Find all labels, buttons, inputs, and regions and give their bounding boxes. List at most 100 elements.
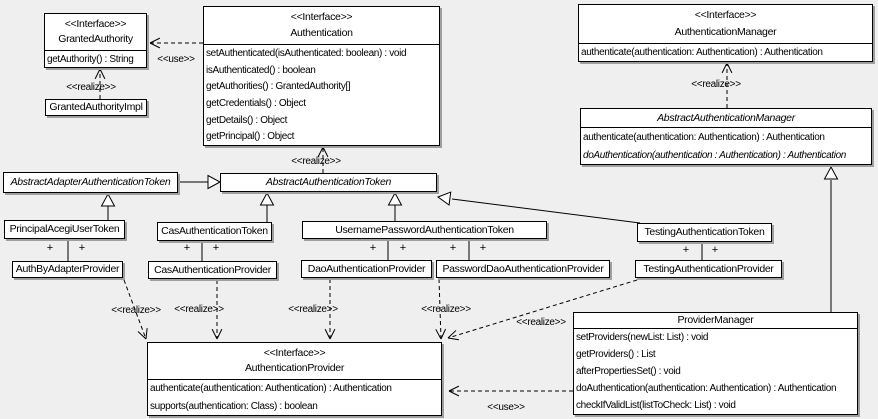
edge-assoc-username-token-password-dao-provider: ++ xyxy=(450,239,486,260)
edge-assoc-testing-token-testing-provider: ++ xyxy=(683,242,718,260)
class-principal-acegi-user-token: PrincipalAcegiUserToken xyxy=(4,220,125,239)
edge-stereotype-label: <<realize>> xyxy=(691,79,741,90)
hollow-triangle-arrowhead xyxy=(387,191,403,206)
class-header: TestingAuthenticationToken xyxy=(638,224,771,241)
class-header: PasswordDaoAuthenticationProvider xyxy=(437,261,609,277)
class-name: Authentication xyxy=(290,27,353,39)
class-authentication-provider: <<Interface>> AuthenticationProvider authe… xyxy=(147,342,442,416)
methods-compartment: setAuthenticated(isAuthenticated: boolea… xyxy=(204,44,439,145)
class-name: ProviderManager xyxy=(677,314,754,326)
edge-use-provider-manager-to-authentication-provider: <<use>> xyxy=(448,385,573,413)
open-arrowhead xyxy=(137,331,147,340)
open-arrowhead xyxy=(726,62,733,74)
class-granted-authority-impl: GrantedAuthorityImpl xyxy=(45,99,147,116)
hollow-triangle-arrowhead xyxy=(100,192,116,207)
edge-stereotype-label: <<realize>> xyxy=(288,304,338,315)
methods-compartment: authenticate(authentication: Authenticat… xyxy=(148,379,441,415)
class-header: TestingAuthenticationProvider xyxy=(636,261,781,277)
multiplicity-label: + xyxy=(184,242,190,254)
open-arrowhead xyxy=(149,42,161,49)
multiplicity-label: + xyxy=(79,242,85,254)
class-name: GrantedAuthority xyxy=(58,33,133,46)
open-arrowhead xyxy=(440,328,447,340)
multiplicity-label: + xyxy=(370,242,376,254)
multiplicity-label: + xyxy=(712,244,718,256)
class-header: GrantedAuthorityImpl xyxy=(46,100,146,115)
method-signature: getAuthorities() : GrantedAuthority[] xyxy=(206,81,351,93)
class-cas-authentication-token: CasAuthenticationToken xyxy=(157,222,272,241)
class-name: CasAuthenticationProvider xyxy=(154,263,271,276)
class-provider-manager: ProviderManager setProviders(newList: Lis… xyxy=(573,312,858,415)
class-header: CasAuthenticationToken xyxy=(158,223,271,240)
open-arrowhead xyxy=(448,390,460,397)
class-cas-authentication-provider: CasAuthenticationProvider xyxy=(148,261,277,279)
stereotype-label: <<Interface>> xyxy=(263,346,326,359)
method-signature: doAuthentication(authentication: Authent… xyxy=(576,383,837,394)
class-name: AbstractAuthenticationToken xyxy=(265,176,392,188)
open-arrowhead xyxy=(149,37,161,44)
method-signature: authenticate(authentication: Authenticat… xyxy=(583,131,825,143)
class-name: GrantedAuthorityImpl xyxy=(49,101,143,113)
multiplicity-label: + xyxy=(47,242,53,254)
class-header: PrincipalAcegiUserToken xyxy=(5,221,124,238)
class-name: PrincipalAcegiUserToken xyxy=(9,223,120,235)
class-username-password-authentication-token: UsernamePasswordAuthenticationToken xyxy=(302,221,547,239)
edge-gen-testing-authentication-token xyxy=(436,191,641,224)
method-signature: supports(authentication: Class) : boolea… xyxy=(150,400,318,412)
open-arrowhead xyxy=(99,68,106,80)
class-name: PasswordDaoAuthenticationProvider xyxy=(442,262,604,275)
edge-stereotype-label: <<realize>> xyxy=(291,156,341,167)
class-abstract-authentication-manager: AbstractAuthenticationManager authenticat… xyxy=(580,108,872,165)
edge-gen-provider-manager-to-abstract-manager xyxy=(823,165,839,312)
class-name: CasAuthenticationToken xyxy=(161,225,268,237)
edge-gen-abstract-adapter-token-to-abstract-token xyxy=(178,174,222,190)
edge-stereotype-label: <<realize>> xyxy=(516,317,566,328)
edge-realize-cas-authentication-provider: <<realize>> xyxy=(174,280,225,340)
class-auth-by-adapter-provider: AuthByAdapterProvider xyxy=(12,261,123,278)
edge-stereotype-label: <<realize>> xyxy=(421,304,471,315)
multiplicity-label: + xyxy=(480,242,486,254)
class-name: AbstractAdapterAuthenticationToken xyxy=(10,176,171,188)
edge-stereotype-label: <<realize>> xyxy=(111,305,161,316)
method-signature: doAuthentication(authentication : Authen… xyxy=(583,149,847,161)
edge-use-authentication-to-granted-authority: <<use>> xyxy=(149,37,203,65)
class-password-dao-authentication-provider: PasswordDaoAuthenticationProvider xyxy=(436,260,610,278)
edge-realize-dao-authentication-provider: <<realize>> xyxy=(288,279,339,340)
class-header: <<Interface>> GrantedAuthority xyxy=(45,14,146,50)
method-signature: getPrincipal() : Object xyxy=(206,131,295,143)
class-abstract-adapter-authentication-token: AbstractAdapterAuthenticationToken xyxy=(3,172,178,193)
stereotype-label: <<Interface>> xyxy=(64,17,127,30)
class-name: AuthenticationManager xyxy=(674,25,777,38)
hollow-triangle-arrowhead xyxy=(436,191,452,206)
open-arrowhead xyxy=(447,330,457,339)
multiplicity-label: + xyxy=(400,242,406,254)
class-header: <<Interface>>AuthenticationManager xyxy=(579,5,872,43)
hollow-triangle-arrowhead xyxy=(207,174,222,190)
edge-assoc-cas-token-cas-provider: ++ xyxy=(184,241,219,261)
class-header: DaoAuthenticationProvider xyxy=(302,261,431,277)
open-arrowhead xyxy=(721,62,728,74)
open-arrowhead xyxy=(216,328,223,340)
edge-gen-cas-authentication-token xyxy=(259,191,275,222)
method-signature: getAuthority() : String xyxy=(47,53,134,65)
method-signature: authenticate(authentication: Authenticat… xyxy=(150,383,392,395)
class-name: TestingAuthenticationToken xyxy=(644,226,765,238)
class-name: AbstractAuthenticationManager xyxy=(657,111,795,124)
class-header: ProviderManager xyxy=(574,313,857,328)
class-name: DaoAuthenticationProvider xyxy=(307,262,426,275)
open-arrowhead xyxy=(94,68,101,80)
edge-realize-granted-authority-impl: <<realize>> xyxy=(66,68,117,99)
class-name: AuthenticationProvider xyxy=(244,362,345,375)
method-signature: afterPropertiesSet() : void xyxy=(576,366,681,377)
class-testing-authentication-token: TestingAuthenticationToken xyxy=(637,223,772,242)
method-signature: setProviders(newList: List) : void xyxy=(576,332,709,343)
class-name: AuthByAdapterProvider xyxy=(15,263,120,275)
method-signature: authenticate(authentication: Authenticat… xyxy=(581,47,823,58)
method-signature: getCredentials() : Object xyxy=(206,97,306,109)
edge-gen-username-password-token xyxy=(387,191,403,221)
open-arrowhead xyxy=(322,146,329,158)
open-arrowhead xyxy=(448,385,460,392)
edge-realize-testing-authentication-provider: <<realize>> xyxy=(447,279,638,341)
